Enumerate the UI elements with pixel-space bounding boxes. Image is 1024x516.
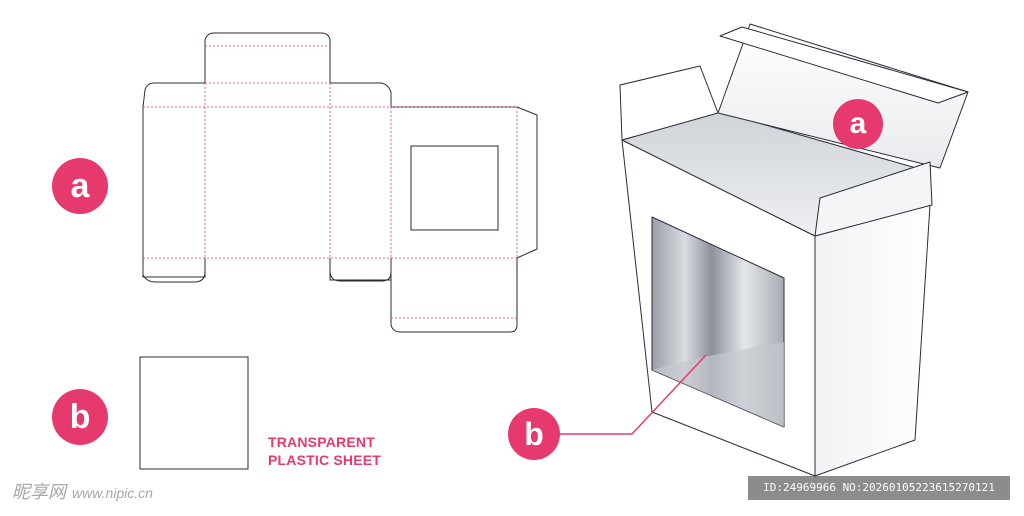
box-open-lid <box>717 23 969 169</box>
crease-lines <box>143 45 518 319</box>
box-lid-tuck <box>719 26 969 104</box>
label-a-left: a <box>52 158 108 214</box>
box-back-flap <box>619 65 719 141</box>
right-dust-flap-top <box>330 82 392 107</box>
caption: TRANSPARENT PLASTIC SHEET <box>268 433 381 469</box>
box-side-panel <box>814 204 931 477</box>
top-tuck-flap <box>204 32 331 83</box>
window-cutout <box>410 145 499 231</box>
watermark-url: www.nipic.cn <box>72 485 153 501</box>
watermark-site-name: 昵享网 <box>12 482 66 502</box>
label-a-box: a <box>833 99 883 149</box>
main-panels <box>142 106 538 333</box>
dieline-a <box>142 32 538 333</box>
watermark-site: 昵享网 www.nipic.cn <box>12 478 153 504</box>
plastic-sheet-outline <box>139 356 249 470</box>
label-b-left: b <box>52 389 108 445</box>
label-b-box: b <box>508 408 560 460</box>
watermark-id-bar: ID:24969966 NO:20260105223615270121 <box>748 476 1010 500</box>
pointer-line-b <box>556 354 707 435</box>
caption-line-2: PLASTIC SHEET <box>268 452 382 468</box>
left-dust-flap-top <box>142 82 205 108</box>
box-dust-flap <box>814 161 933 237</box>
bottom-mid-flap <box>329 258 392 282</box>
bottom-left-flap <box>142 258 206 283</box>
caption-line-1: TRANSPARENT <box>268 434 375 450</box>
box-3d <box>619 23 969 477</box>
box-window-floor <box>652 342 784 427</box>
